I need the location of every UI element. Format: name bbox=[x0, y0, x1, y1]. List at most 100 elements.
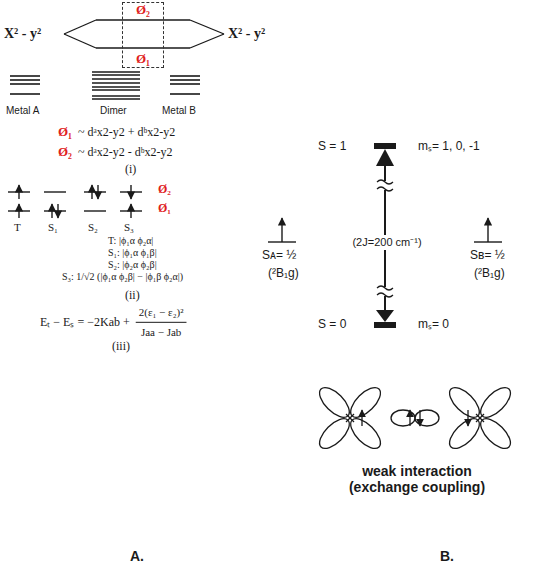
orbital-label: Ø₁ bbox=[136, 52, 150, 67]
text-label: Sʙ= ½ bbox=[470, 249, 505, 263]
electron-configurations bbox=[84, 191, 106, 192]
orbital-label: Ø₁ bbox=[158, 202, 171, 216]
text-label: B. bbox=[440, 548, 454, 564]
electron-configurations bbox=[97, 185, 98, 199]
spin-state-ladder bbox=[376, 310, 394, 322]
energy-level-stacks bbox=[92, 82, 140, 84]
orbital-label: Ø₁ bbox=[58, 125, 72, 140]
energy-level-stacks bbox=[170, 79, 200, 81]
mo-correlation-lines bbox=[96, 19, 190, 20]
orbital-overlap-sketch bbox=[346, 383, 386, 423]
text-label: weak interaction (exchange coupling) bbox=[340, 462, 494, 496]
orbital-overlap-sketch bbox=[476, 414, 516, 454]
orbital-overlap-sketch bbox=[361, 410, 362, 426]
spin-state-ladder bbox=[377, 287, 393, 296]
mo-correlation-lines bbox=[190, 20, 224, 34]
energy-level-stacks bbox=[92, 89, 140, 91]
spin-state-ladder bbox=[376, 149, 394, 166]
energy-level-stacks bbox=[170, 83, 200, 85]
mo-correlation-lines bbox=[64, 20, 96, 34]
orbital-overlap-sketch bbox=[476, 414, 484, 422]
spin-state-ladder bbox=[377, 286, 393, 290]
text-label: (i) bbox=[125, 163, 136, 177]
mo-correlation-lines bbox=[190, 34, 224, 48]
spin-state-ladder bbox=[377, 181, 393, 190]
energy-level-stacks bbox=[10, 75, 40, 77]
fraction-layer bbox=[136, 322, 187, 323]
energy-level-stacks bbox=[10, 79, 40, 81]
text-label: ~ dᵃx2-y2 + dᵇx2-y2 bbox=[78, 126, 175, 140]
text-label: S = 1 bbox=[318, 140, 346, 154]
electron-configurations bbox=[84, 210, 106, 211]
energy-level-stacks bbox=[92, 71, 140, 73]
text-label: T: |ϕ₁α ϕ₂α| bbox=[108, 235, 153, 247]
energy-level-stacks bbox=[10, 83, 40, 85]
spin-state-ladder bbox=[377, 187, 393, 191]
orbital-overlap-sketch bbox=[346, 414, 354, 422]
energy-level-stacks bbox=[92, 74, 140, 76]
text-label: S₃ bbox=[124, 221, 134, 234]
energy-level-stacks bbox=[170, 93, 200, 95]
text-label: (iii) bbox=[112, 340, 130, 354]
spin-state-ladder bbox=[377, 180, 393, 184]
text-label: (ii) bbox=[125, 289, 140, 303]
energy-level-stacks bbox=[92, 86, 140, 88]
orbital-overlap-sketch bbox=[346, 414, 386, 454]
text-label: (²B₁g) bbox=[268, 267, 299, 281]
spin-state-ladder bbox=[374, 322, 396, 328]
electron-configurations bbox=[18, 204, 19, 218]
dashed-orbital-box: Ø₂ Ø₁ bbox=[122, 2, 164, 68]
mo-correlation-lines bbox=[96, 47, 190, 48]
orbital-overlap-sketch bbox=[415, 410, 439, 426]
fraction-bar bbox=[136, 322, 187, 323]
electron-configurations bbox=[130, 204, 131, 218]
orbital-overlap-sketch bbox=[315, 383, 355, 423]
energy-level-stacks bbox=[92, 95, 140, 97]
electron-configurations bbox=[51, 204, 52, 218]
orbital-label: Ø₂ bbox=[136, 3, 150, 18]
electron-configurations bbox=[18, 185, 19, 199]
orbital-overlap-sketch bbox=[391, 410, 415, 426]
spin-state-ladder bbox=[374, 143, 396, 149]
text-label: A. bbox=[130, 548, 144, 564]
orbital-overlap-sketch bbox=[409, 410, 410, 426]
energy-level-stacks bbox=[92, 78, 140, 80]
text-label: (2J=200 cm⁻¹) bbox=[350, 235, 423, 250]
single-spin-arrows bbox=[281, 218, 282, 242]
text-label: (²B₁g) bbox=[474, 267, 505, 281]
energy-level-stacks bbox=[10, 72, 200, 99]
orbital-overlap-sketch bbox=[346, 414, 354, 422]
orbital-label: Ø₂ bbox=[58, 145, 72, 160]
text-label: S₃: 1/√2 (|ϕ₁α ϕ₂β| − |ϕ₁β ϕ₂α|) bbox=[62, 271, 183, 283]
orbital-overlap-sketch bbox=[467, 410, 468, 426]
text-label: mₛ= 1, 0, -1 bbox=[418, 140, 480, 154]
text-label: Sᴀ= ½ bbox=[262, 249, 296, 263]
electron-configurations bbox=[57, 204, 58, 218]
text-label: ~ dᵃx2-y2 - dᵇx2-y2 bbox=[78, 146, 172, 160]
electron-configurations bbox=[8, 185, 142, 218]
spin-state-ladder bbox=[377, 293, 393, 297]
electron-configurations bbox=[44, 191, 66, 192]
orbital-overlap-sketch bbox=[476, 414, 484, 422]
energy-level-stacks bbox=[92, 98, 140, 100]
orbital-overlap-sketch bbox=[419, 410, 420, 426]
orbital-overlap-sketch bbox=[445, 414, 485, 454]
text-label: S₂ bbox=[88, 221, 98, 234]
electron-configurations bbox=[44, 210, 66, 211]
text-label: T bbox=[14, 221, 21, 234]
electron-configurations bbox=[91, 185, 92, 199]
text-label: S₁ bbox=[48, 221, 58, 234]
text-label: X² - y² bbox=[4, 26, 41, 42]
orbital-overlap-sketch bbox=[315, 414, 355, 454]
text-label: Eₜ − Eₛ = −2Kab + bbox=[40, 316, 130, 330]
text-label: S₂: |ϕ₂α ϕ₂β| bbox=[108, 259, 157, 271]
text-label: Dimer bbox=[100, 105, 127, 117]
orbital-overlap-sketch bbox=[476, 383, 516, 423]
electron-configurations bbox=[130, 185, 131, 199]
text-label: S₁: |ϕ₁α ϕ₁β| bbox=[108, 247, 157, 259]
text-label: mₛ= 0 bbox=[418, 318, 449, 332]
orbital-overlap-sketch bbox=[445, 383, 485, 423]
single-spin-arrows bbox=[487, 218, 488, 242]
text-label: Jaa − Jab bbox=[141, 326, 181, 339]
